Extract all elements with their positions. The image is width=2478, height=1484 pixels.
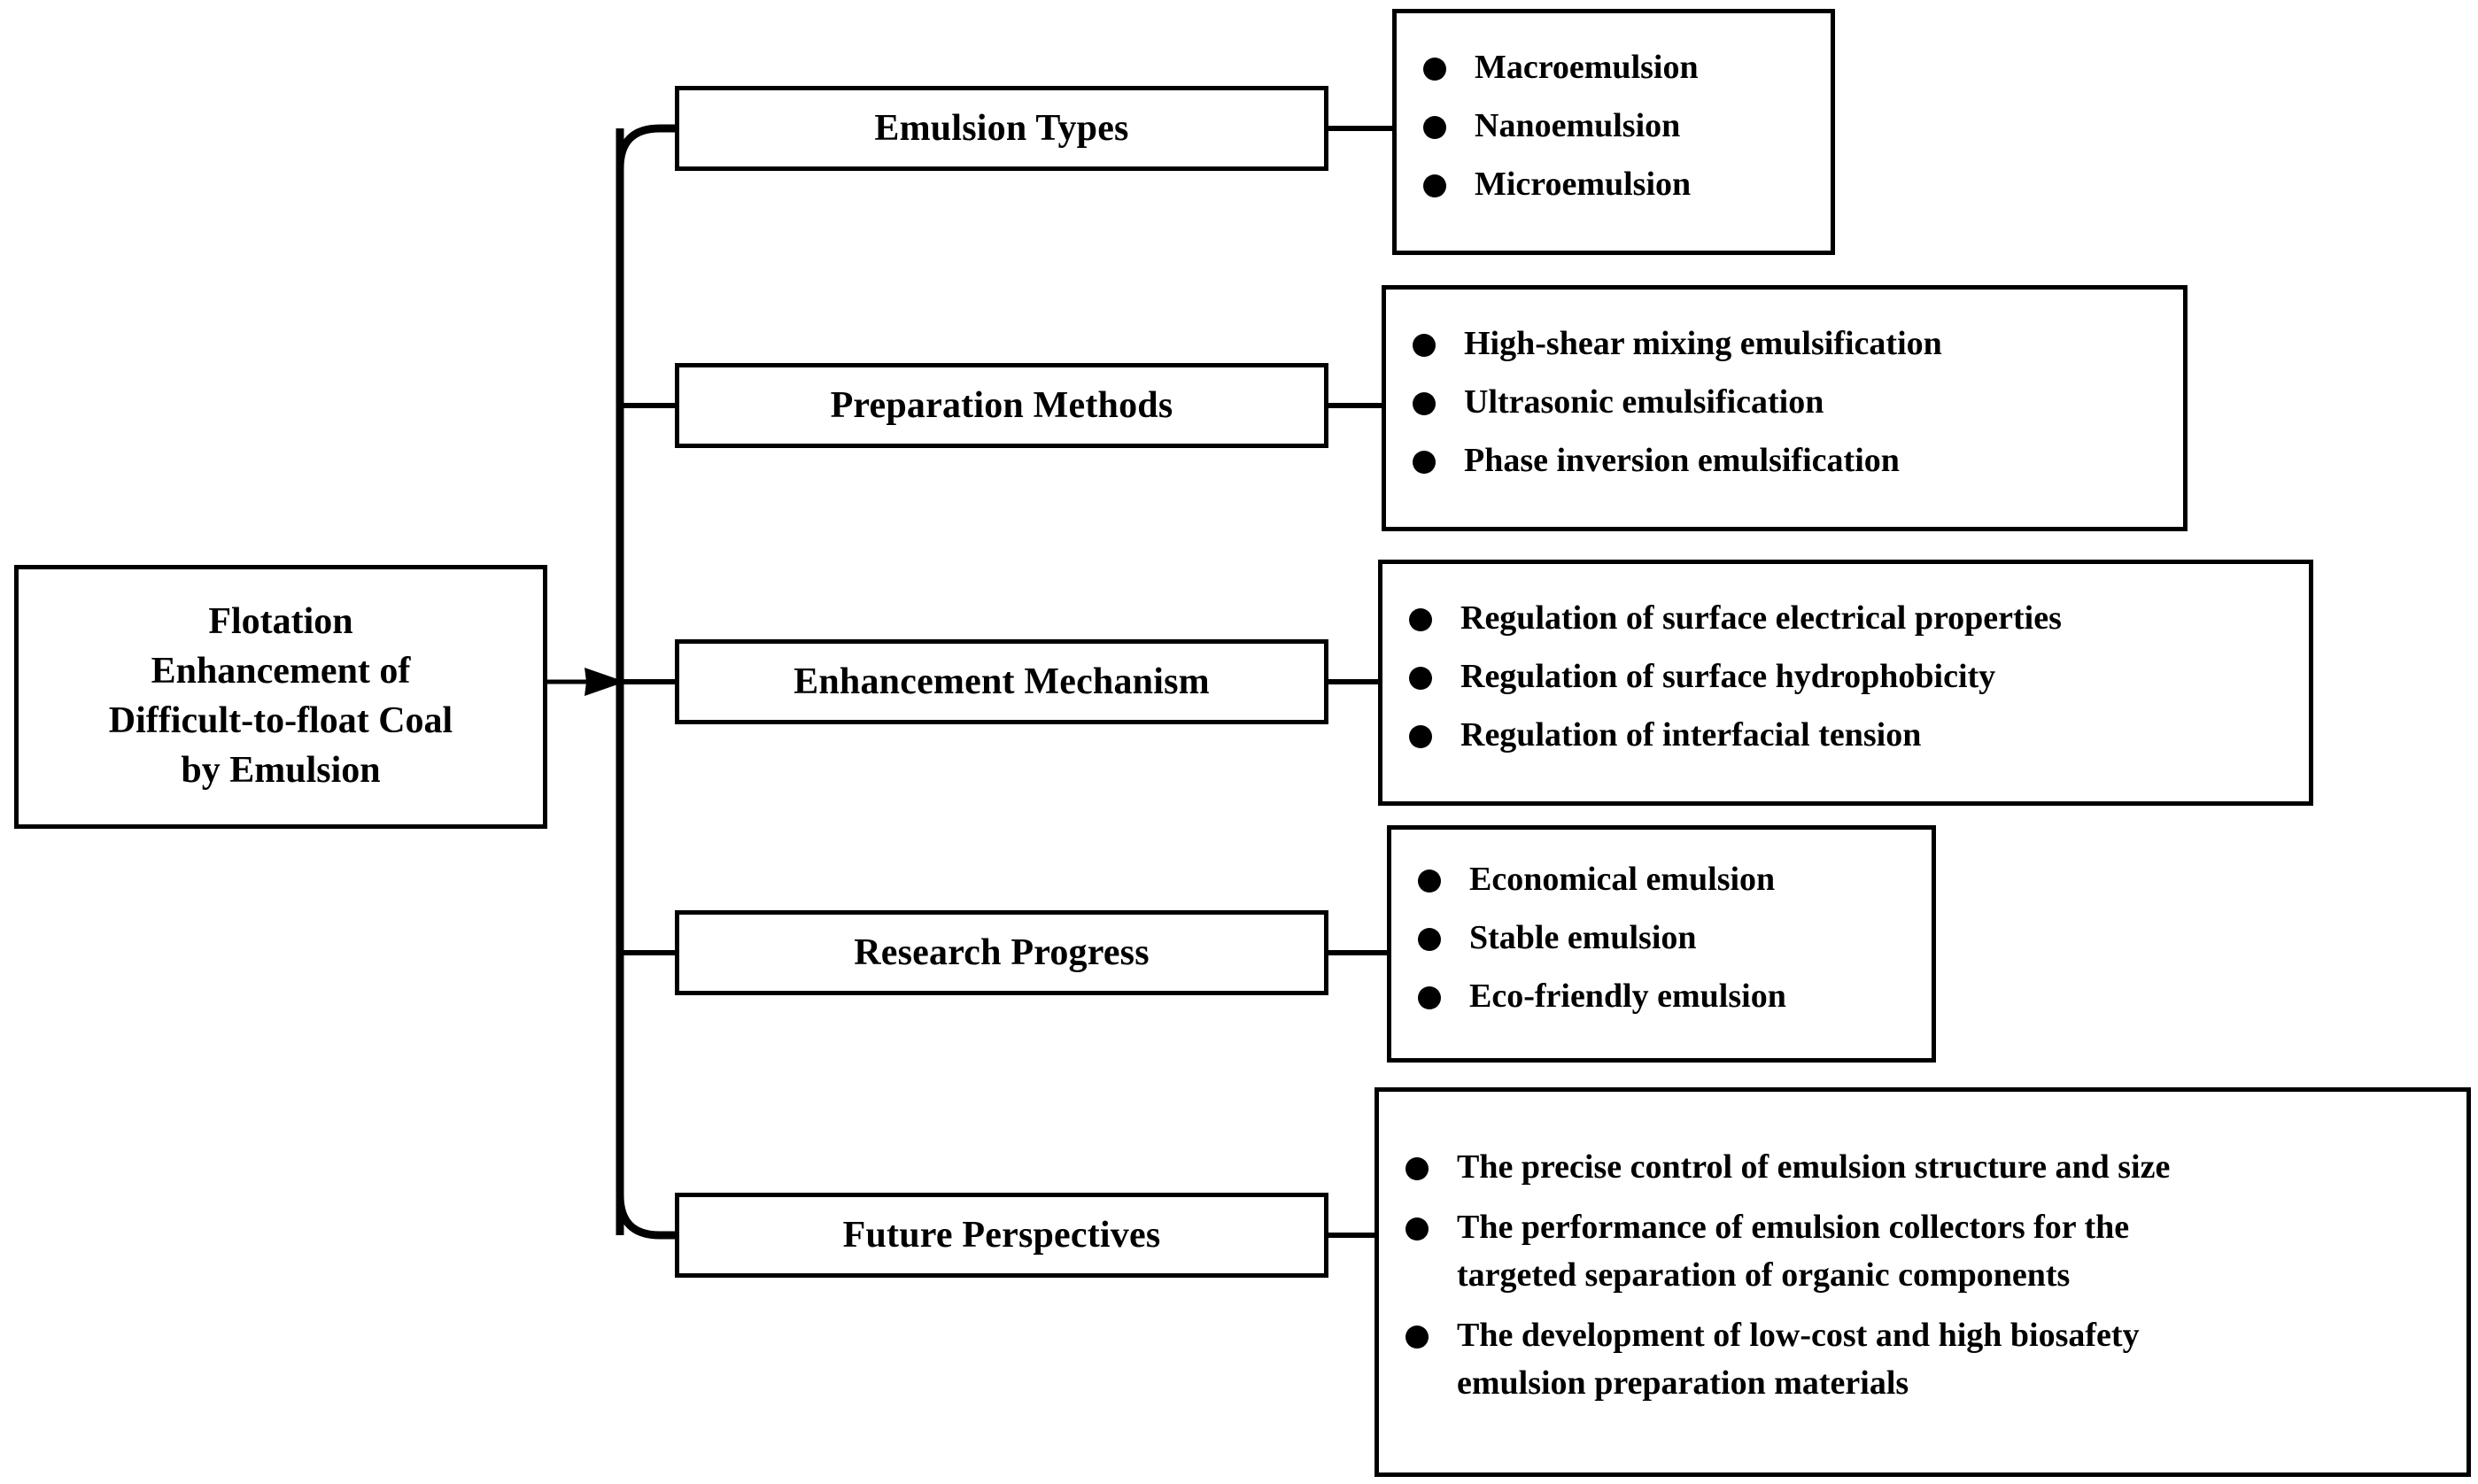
list-item-label: Phase inversion emulsification — [1464, 441, 1900, 479]
list-item-label: Macroemulsion — [1475, 49, 1699, 87]
list-item: The development of low-cost and high bio… — [1405, 1312, 2451, 1408]
list-item-label: The precise control of emulsion structur… — [1457, 1148, 2171, 1186]
bullet-dot-icon — [1405, 1325, 1429, 1349]
root-node-label: Flotation Enhancement of Difficult-to-fl… — [108, 601, 453, 791]
branch-node-research-progress[interactable]: Research Progress — [675, 910, 1328, 995]
list-item: Phase inversion emulsification — [1413, 437, 2165, 485]
branch-node-preparation-methods[interactable]: Preparation Methods — [675, 363, 1328, 448]
list-item: Nanoemulsion — [1423, 103, 1813, 151]
bullet-dot-icon — [1413, 450, 1436, 474]
list-item: High-shear mixing emulsification — [1413, 321, 2165, 368]
junction-arrow-icon — [585, 668, 625, 696]
bullet-dot-icon — [1409, 724, 1432, 748]
list-item-label: Regulation of interfacial tension — [1460, 715, 1922, 754]
branch-label: Future Perspectives — [842, 1215, 1161, 1256]
branch-label: Enhancement Mechanism — [794, 661, 1210, 702]
list-item-label: High-shear mixing emulsification — [1464, 325, 1942, 363]
list-item-label: Regulation of surface electrical propert… — [1460, 599, 2062, 638]
bullet-dot-icon — [1423, 116, 1446, 140]
branch-label: Research Progress — [854, 932, 1150, 973]
list-item: Macroemulsion — [1423, 44, 1813, 92]
detail-node-enhancement-mechanism[interactable]: Regulation of surface electrical propert… — [1378, 560, 2313, 806]
list-item-label: Stable emulsion — [1469, 919, 1697, 957]
branch-node-enhancement-mechanism[interactable]: Enhancement Mechanism — [675, 639, 1328, 724]
bullet-dot-icon — [1418, 985, 1441, 1009]
list-item-label: Regulation of surface hydrophobicity — [1460, 658, 1996, 696]
detail-node-research-progress[interactable]: Economical emulsion Stable emulsion Eco-… — [1387, 825, 1936, 1063]
connector-branch-5 — [616, 1194, 675, 1240]
detail-node-emulsion-types[interactable]: Macroemulsion Nanoemulsion Microemulsion — [1392, 9, 1835, 255]
branch-label: Preparation Methods — [830, 385, 1173, 426]
bullet-dot-icon — [1409, 667, 1432, 691]
bullet-dot-icon — [1405, 1217, 1429, 1241]
detail-node-future-perspectives[interactable]: The precise control of emulsion structur… — [1375, 1087, 2471, 1477]
list-item: The performance of emulsion collectors f… — [1405, 1204, 2451, 1300]
connector-branch-1 — [616, 124, 675, 169]
list-item: Ultrasonic emulsification — [1413, 379, 2165, 427]
list-item-label: Eco-friendly emulsion — [1469, 977, 1786, 1015]
list-item-label: The performance of emulsion collectors f… — [1457, 1209, 2130, 1295]
list-item: Eco-friendly emulsion — [1418, 973, 1914, 1021]
list-item-label: Microemulsion — [1475, 165, 1692, 203]
bullet-dot-icon — [1418, 870, 1441, 893]
bullet-dot-icon — [1413, 392, 1436, 416]
bullet-dot-icon — [1405, 1157, 1429, 1181]
list-item: Economical emulsion — [1418, 856, 1914, 904]
list-item: Regulation of interfacial tension — [1409, 712, 2291, 760]
root-node[interactable]: Flotation Enhancement of Difficult-to-fl… — [14, 565, 547, 829]
branch-node-future-perspectives[interactable]: Future Perspectives — [675, 1193, 1328, 1278]
bullet-dot-icon — [1423, 174, 1446, 197]
bullet-dot-icon — [1423, 58, 1446, 81]
list-item: Microemulsion — [1423, 161, 1813, 209]
branch-node-emulsion-types[interactable]: Emulsion Types — [675, 86, 1328, 171]
list-item: Regulation of surface hydrophobicity — [1409, 653, 2291, 701]
list-item-label: Ultrasonic emulsification — [1464, 383, 1824, 421]
detail-node-preparation-methods[interactable]: High-shear mixing emulsification Ultraso… — [1382, 285, 2188, 531]
branch-label: Emulsion Types — [874, 108, 1129, 149]
list-item-label: Economical emulsion — [1469, 861, 1776, 899]
bullet-dot-icon — [1418, 928, 1441, 952]
bullet-dot-icon — [1413, 334, 1436, 358]
list-item-label: Nanoemulsion — [1475, 107, 1681, 145]
bullet-dot-icon — [1409, 608, 1432, 632]
list-item-label: The development of low-cost and high bio… — [1457, 1316, 2140, 1402]
list-item: The precise control of emulsion structur… — [1405, 1144, 2451, 1192]
list-item: Stable emulsion — [1418, 915, 1914, 962]
list-item: Regulation of surface electrical propert… — [1409, 595, 2291, 643]
